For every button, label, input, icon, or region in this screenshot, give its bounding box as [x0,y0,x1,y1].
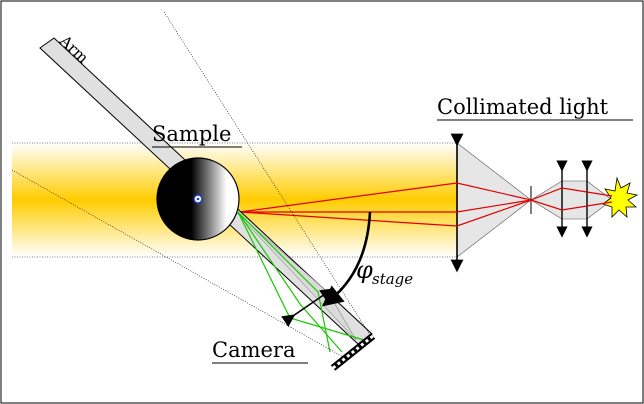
rotation-arrow [321,211,372,307]
phi-symbol-label: φ [356,256,373,284]
phi-subscript-label: stage [372,270,413,288]
camera-label: Camera [212,338,296,362]
camera-lens [281,288,334,327]
fov-line-top [163,11,373,339]
source-optics-cone [530,180,613,220]
sample-label: Sample [152,122,231,146]
collimated-light-label: Collimated light [437,95,609,119]
ray-red-3 [239,199,532,227]
camera-sensor [330,333,376,371]
collimator-cone [456,142,532,258]
